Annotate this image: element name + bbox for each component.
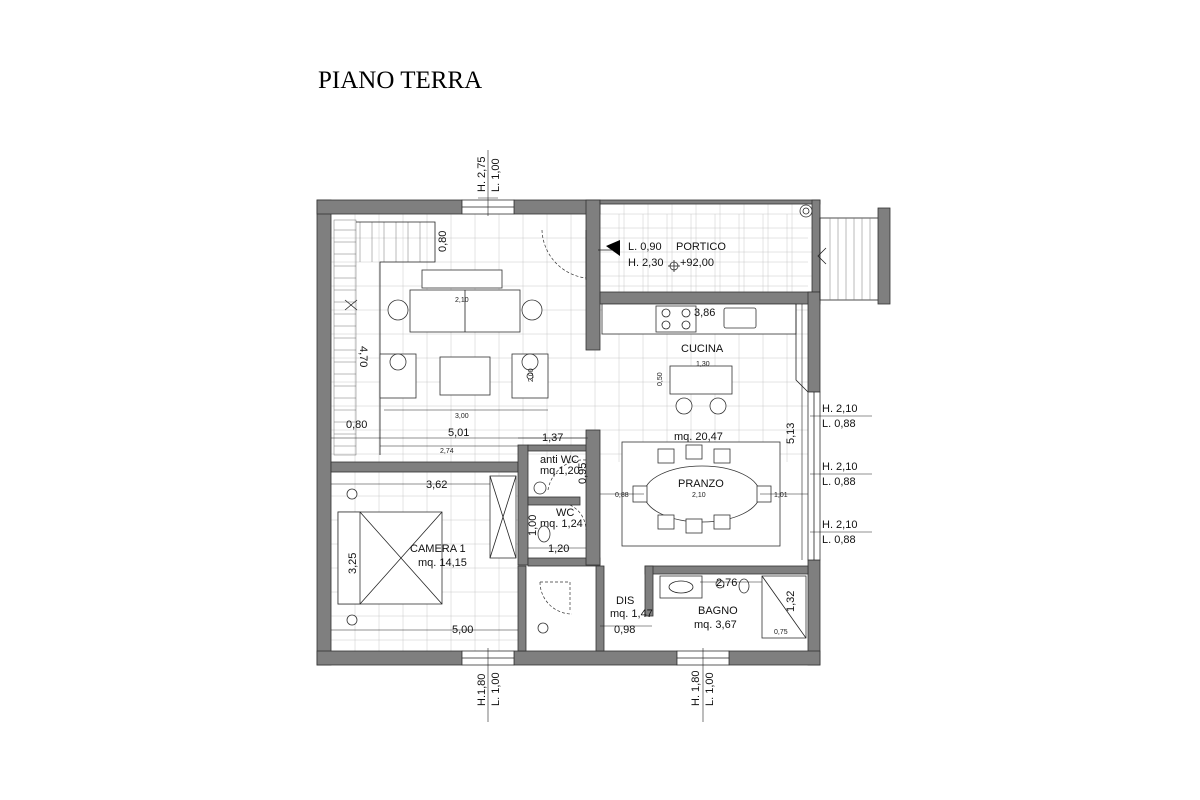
table-left-gap: 0,88: [615, 492, 629, 499]
wc-width: 1,20: [548, 543, 569, 555]
camera-1: 3,62 3,25 CAMERA 1 mq. 14,15 5,00: [331, 475, 573, 636]
dis-width: 0,98: [614, 624, 635, 636]
portico-door-width: L. 0,90: [628, 241, 662, 253]
window-bottom-right: H. 1,80 L. 1,00: [676, 648, 730, 722]
anti-wc-depth: 0,95: [577, 463, 589, 484]
external-steps: [817, 207, 891, 305]
stair-length-label: 4,70: [357, 346, 369, 367]
window-br-width: L. 1,00: [704, 672, 716, 706]
bathroom-block: 1,37 anti WC mq.1,20 0,95 WC mq. 1,24 1,…: [518, 432, 589, 555]
island-depth-label: 0,50: [657, 372, 664, 386]
camera-bottom-width: 5,00: [452, 624, 473, 636]
portico-elevation: +92,00: [680, 257, 714, 269]
wc-name: WC: [556, 507, 574, 519]
living-area: 2,10 2,00 3,00 5,01 2,74: [331, 269, 586, 455]
dis-area: mq. 1,47: [610, 608, 653, 620]
dis: DIS mq. 1,47 0,98: [600, 595, 653, 636]
window-top: H. 2,75 L. 1,00: [461, 150, 515, 216]
staircase: 0,80 4,70 0,80: [333, 219, 449, 456]
window-top-width: L. 1,00: [490, 158, 502, 192]
window-r3-height: H. 2,10: [822, 519, 857, 531]
stair-landing-label: 0,80: [346, 419, 367, 431]
anti-wc-area: mq.1,20: [540, 465, 580, 477]
wc-depth: 1,00: [527, 515, 539, 536]
portico-name: PORTICO: [676, 241, 726, 253]
window-bl-width: L. 1,00: [490, 672, 502, 706]
bagno-width: 2,76: [716, 577, 737, 589]
window-bl-height: H.1,80: [476, 674, 488, 706]
camera-width: 3,62: [426, 479, 447, 491]
window-r2-height: H. 2,10: [822, 461, 857, 473]
plan-title: PIANO TERRA: [318, 67, 482, 94]
dis-name: DIS: [616, 595, 634, 607]
table-right-gap: 1,01: [774, 492, 788, 499]
window-top-height: H. 2,75: [476, 157, 488, 192]
right-windows: H. 2,10 L. 0,88 H. 2,10 L. 0,88 H. 2,10 …: [807, 391, 872, 561]
stair-width-label: 0,80: [437, 231, 449, 252]
cucina-depth-label: 5,13: [785, 423, 797, 444]
cucina-name: CUCINA: [681, 343, 724, 355]
rug-width-label: 2,00: [528, 368, 535, 382]
bagno-depth: 1,32: [785, 591, 797, 612]
window-r2-width: L. 0,88: [822, 476, 856, 488]
window-r1-width: L. 0,88: [822, 418, 856, 430]
kitchen: 3,86 CUCINA 1,30 0,50 mq. 20,47 5,13: [601, 303, 809, 560]
anti-wc-width: 1,37: [542, 432, 563, 444]
bagno: 2,76 BAGNO mq. 3,67 0,75 1,32: [659, 575, 807, 639]
portico-door-height: H. 2,30: [628, 257, 663, 269]
camera-depth: 3,25: [347, 553, 359, 574]
camera-name: CAMERA 1: [410, 543, 466, 555]
shower-dim: 0,75: [774, 629, 788, 636]
walls: [316, 199, 821, 666]
window-r1-height: H. 2,10: [822, 403, 857, 415]
camera-area: mq. 14,15: [418, 557, 467, 569]
living-width-label: 5,01: [448, 427, 469, 439]
rug-length-label: 3,00: [455, 413, 469, 420]
window-bottom-left: H.1,80 L. 1,00: [461, 648, 515, 722]
living-inner-label: 2,74: [440, 448, 454, 455]
wc-area: mq. 1,24: [540, 518, 583, 530]
table-width-label: 2,10: [692, 492, 706, 499]
window-br-height: H. 1,80: [690, 671, 702, 706]
counter-dim-label: 3,86: [694, 307, 715, 319]
dining: 0,88 1,01 2,10 PRANZO: [600, 441, 808, 547]
pranzo-name: PRANZO: [678, 478, 724, 490]
window-r3-width: L. 0,88: [822, 534, 856, 546]
bagno-area: mq. 3,67: [694, 619, 737, 631]
bagno-name: BAGNO: [698, 605, 738, 617]
portico: L. 0,90 H. 2,30 PORTICO +92,00: [541, 204, 813, 280]
cucina-area: mq. 20,47: [674, 431, 723, 443]
sofa-dim-label: 2,10: [455, 297, 469, 304]
island-length-label: 1,30: [696, 361, 710, 368]
